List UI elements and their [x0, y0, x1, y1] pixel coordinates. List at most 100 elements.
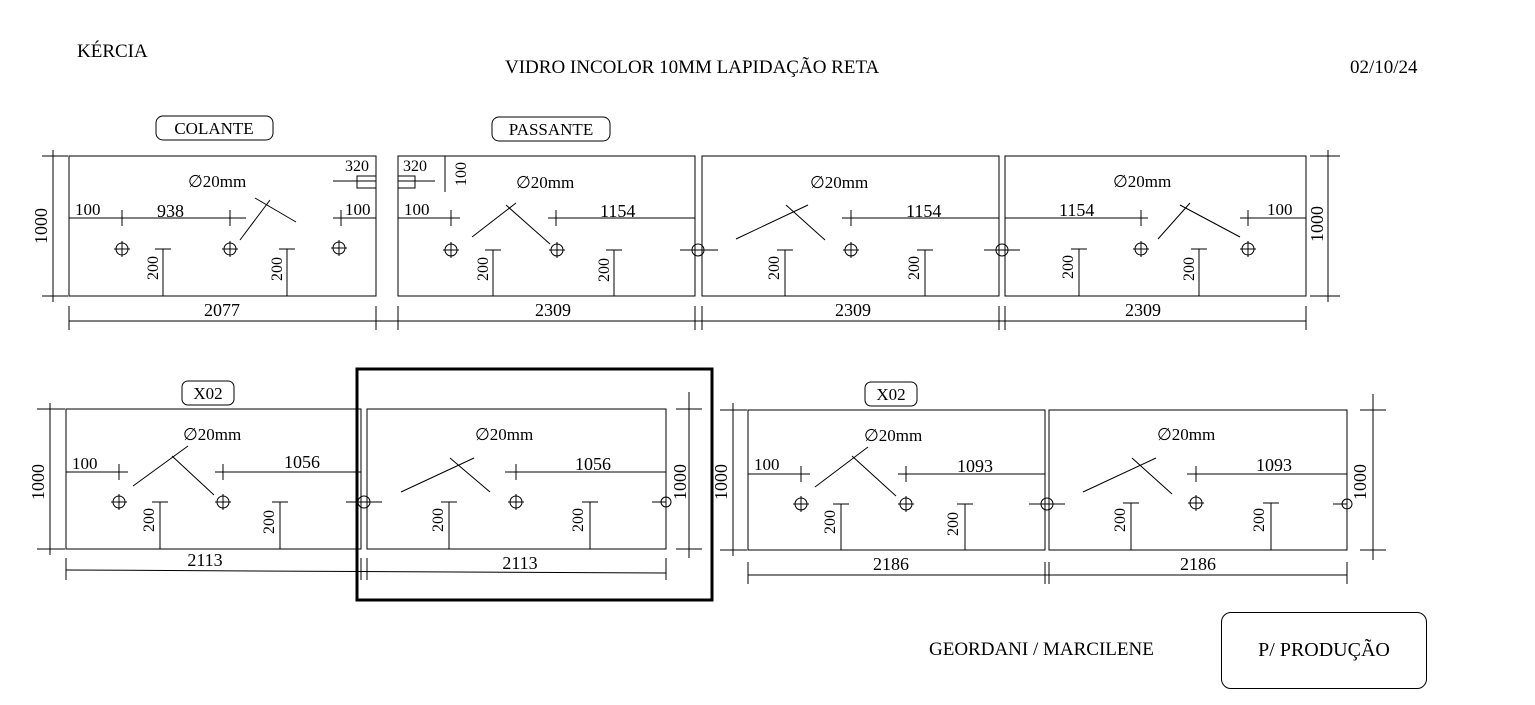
panel-7-vert-b: 200 — [945, 512, 962, 536]
client-name: KÉRCIA — [77, 41, 148, 62]
row2-width-dim — [65, 558, 1348, 584]
panel-6-vert-b: 200 — [570, 508, 587, 532]
panel-5-width: 2113 — [187, 550, 222, 570]
panel-3-spacing: 1154 — [906, 201, 941, 221]
selection-highlight-frame — [355, 367, 714, 602]
panel-8-width: 2186 — [1180, 554, 1216, 574]
panel-6-outline — [366, 408, 667, 550]
panel-1-left-offset: 100 — [75, 200, 101, 219]
tag-passante: PASSANTE — [509, 120, 593, 139]
tag-x02-frame-a — [181, 380, 235, 406]
panel-3-outline — [701, 155, 1000, 297]
panel-7-vert-a: 200 — [822, 510, 839, 534]
hole-icon — [443, 242, 459, 258]
footer-names: GEORDANI / MARCILENE — [929, 639, 1154, 660]
panel-5-leader — [132, 445, 189, 487]
row2-right-height-a: 1000 — [670, 464, 690, 500]
panel-2-vert-a: 200 — [475, 257, 492, 281]
panel-8-vert-a: 200 — [1112, 508, 1129, 532]
panel-2-vert-b: 200 — [596, 258, 613, 282]
panel-4-leader — [1157, 202, 1191, 240]
panel-2-corner-notch — [397, 175, 416, 189]
panel-7-spacing: 1093 — [957, 456, 993, 476]
edge-hole-icon — [346, 495, 382, 509]
panel-2-hole-label: ∅20mm — [516, 173, 574, 192]
panel-8-spacing: 1093 — [1256, 455, 1292, 475]
hole-icon — [898, 496, 914, 512]
tag-x02-b: X02 — [876, 385, 905, 404]
panel-3-vert-b: 200 — [906, 256, 923, 280]
panel-5-vert-a: 200 — [141, 508, 158, 532]
date: 02/10/24 — [1350, 57, 1418, 78]
edge-hole-icon — [1029, 497, 1065, 511]
panel-2-spacing: 1154 — [600, 201, 635, 221]
row1-right-height-dim — [1310, 150, 1340, 302]
panel-1-width: 2077 — [204, 300, 240, 320]
panel-3-width: 2309 — [835, 300, 871, 320]
hole-icon — [215, 494, 231, 510]
edge-hole-icon — [680, 243, 718, 257]
tag-colante-frame — [155, 115, 274, 141]
panel-2-leader — [471, 202, 517, 238]
panel-8-leader — [1131, 457, 1173, 495]
row2-holes — [111, 494, 1353, 512]
panel-4-outline — [1004, 155, 1307, 297]
hole-icon — [793, 496, 809, 512]
panel-4-leader — [1179, 204, 1241, 238]
tag-x02-a: X02 — [193, 384, 222, 403]
panel-3-leader — [735, 204, 809, 240]
panel-6-vert-a: 200 — [430, 508, 447, 532]
panel-2-corner-a: 320 — [403, 158, 427, 175]
production-stamp: P/ PRODUÇÃO — [1221, 612, 1427, 689]
hole-icon — [331, 240, 347, 256]
tag-colante: COLANTE — [174, 119, 253, 138]
panel-5-vert-b: 200 — [261, 510, 278, 534]
tag-x02-frame-b — [864, 381, 918, 407]
row2-right-height-b: 1000 — [1350, 464, 1370, 500]
panel-7-outline — [747, 409, 1046, 551]
panel-6-width: 2113 — [502, 553, 537, 573]
row2-vert-dims — [152, 501, 1279, 550]
panel-6-hole-label: ∅20mm — [475, 425, 533, 444]
row1-vert-dims — [155, 248, 1207, 296]
panel-1-corner: 320 — [345, 158, 369, 175]
edge-hole-icon — [984, 243, 1020, 257]
row1-left-height-dim — [42, 150, 68, 302]
panel-7-leader — [814, 446, 869, 488]
hole-icon — [111, 494, 127, 510]
panel-7-leader — [851, 455, 897, 497]
row1-holes — [114, 240, 1256, 258]
hole-icon — [1188, 495, 1204, 511]
row1-left-height: 1000 — [31, 208, 51, 244]
panel-5-hole-label: ∅20mm — [183, 425, 241, 444]
panel-2-width: 2309 — [535, 300, 571, 320]
material-title: VIDRO INCOLOR 10MM LAPIDAÇÃO RETA — [505, 57, 880, 78]
panel-7-width: 2186 — [873, 554, 909, 574]
panel-3-hole-label: ∅20mm — [810, 173, 868, 192]
panel-7-hole-label: ∅20mm — [864, 426, 922, 445]
panel-5-spacing: 1056 — [284, 452, 320, 472]
panel-4-hole-label: ∅20mm — [1113, 172, 1171, 191]
hole-icon — [843, 242, 859, 258]
edge-hole-icon — [652, 496, 672, 508]
panel-4-width: 2309 — [1125, 300, 1161, 320]
row2-left-height-b: 1000 — [711, 464, 731, 500]
panel-2-outline — [397, 155, 696, 297]
row1-right-height: 1000 — [1307, 206, 1327, 242]
panel-1-vert-a: 200 — [145, 256, 162, 280]
panel-1-corner-notch — [356, 175, 377, 189]
panel-1-right-offset: 100 — [345, 200, 371, 219]
hole-icon — [222, 241, 238, 257]
panel-6-leader — [400, 457, 475, 493]
panel-2-leader — [505, 204, 551, 245]
row1-width-dim — [68, 306, 1307, 330]
hole-icon — [114, 241, 130, 257]
tag-passante-frame — [491, 116, 611, 142]
panel-4-vert-a: 200 — [1060, 255, 1077, 279]
panel-2-left-offset: 100 — [404, 200, 430, 219]
panel-7-left-offset: 100 — [754, 455, 780, 474]
panel-2-corner-b: 100 — [453, 162, 470, 186]
panel-6-leader — [449, 457, 491, 493]
panel-1-spacing: 938 — [157, 201, 184, 221]
